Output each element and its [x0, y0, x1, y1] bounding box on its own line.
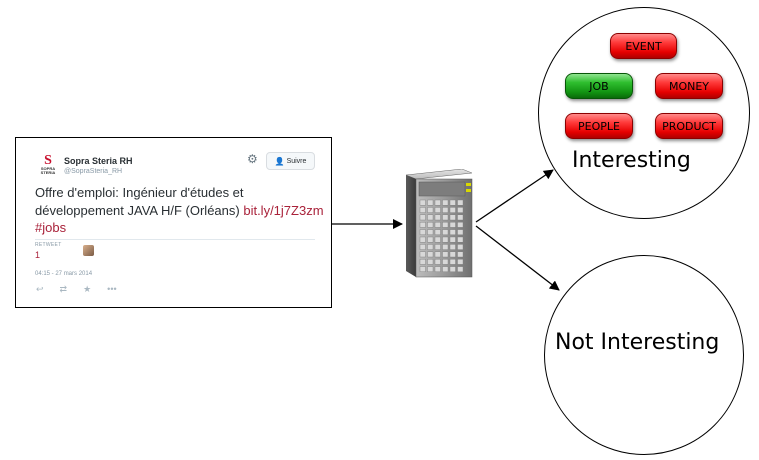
tag-money: MONEY	[655, 73, 723, 99]
follow-button[interactable]: 👤 Suivre	[266, 152, 315, 170]
retweets-count[interactable]: 1	[35, 250, 41, 260]
server-tower-icon	[405, 169, 473, 278]
tweet-text: Offre d'emploi: Ingénieur d'études et dé…	[35, 184, 325, 237]
retweets-label: RETWEET	[35, 242, 62, 248]
retweet-icon[interactable]: ⇄	[59, 284, 68, 294]
logo-wordmark: SOPRA STERIA	[40, 166, 56, 175]
tweet-timestamp[interactable]: 04:15 - 27 mars 2014	[35, 271, 93, 277]
interesting-label: Interesting	[572, 148, 691, 173]
retweeter-avatar[interactable]	[83, 245, 94, 256]
follow-person-icon: 👤	[274, 156, 285, 166]
arrow-server-to-interesting	[475, 169, 554, 223]
divider	[35, 239, 315, 240]
more-icon[interactable]: •••	[107, 284, 117, 294]
tag-product: PRODUCT	[655, 113, 723, 139]
tweet-body: Offre d'emploi: Ingénieur d'études et dé…	[35, 185, 244, 218]
tweet-link[interactable]: bit.ly/1j7Z3zm	[243, 202, 324, 218]
tag-job: JOB	[565, 73, 633, 99]
account-logo: S SOPRA STERIA	[39, 154, 57, 176]
tag-event: EVENT	[610, 33, 677, 59]
reply-icon[interactable]: ↩	[36, 284, 44, 294]
tag-people: PEOPLE	[565, 113, 633, 139]
follow-label: Suivre	[286, 157, 307, 165]
tweet-actions: ↩ ⇄ ★ •••	[36, 284, 117, 295]
tweet-card: S SOPRA STERIA Sopra Steria RH @SopraSte…	[15, 137, 332, 308]
tweet-hashtag[interactable]: #jobs	[35, 220, 67, 235]
account-name[interactable]: Sopra Steria RH	[64, 156, 133, 166]
not-interesting-label: Not Interesting	[555, 330, 720, 355]
gear-icon[interactable]: ⚙	[247, 152, 258, 166]
favorite-icon[interactable]: ★	[83, 284, 92, 294]
logo-letter: S	[44, 153, 52, 168]
not-interesting-circle	[544, 255, 744, 455]
arrow-server-to-not-interesting	[475, 225, 560, 291]
account-handle[interactable]: @SopraSteria_RH	[64, 168, 123, 175]
